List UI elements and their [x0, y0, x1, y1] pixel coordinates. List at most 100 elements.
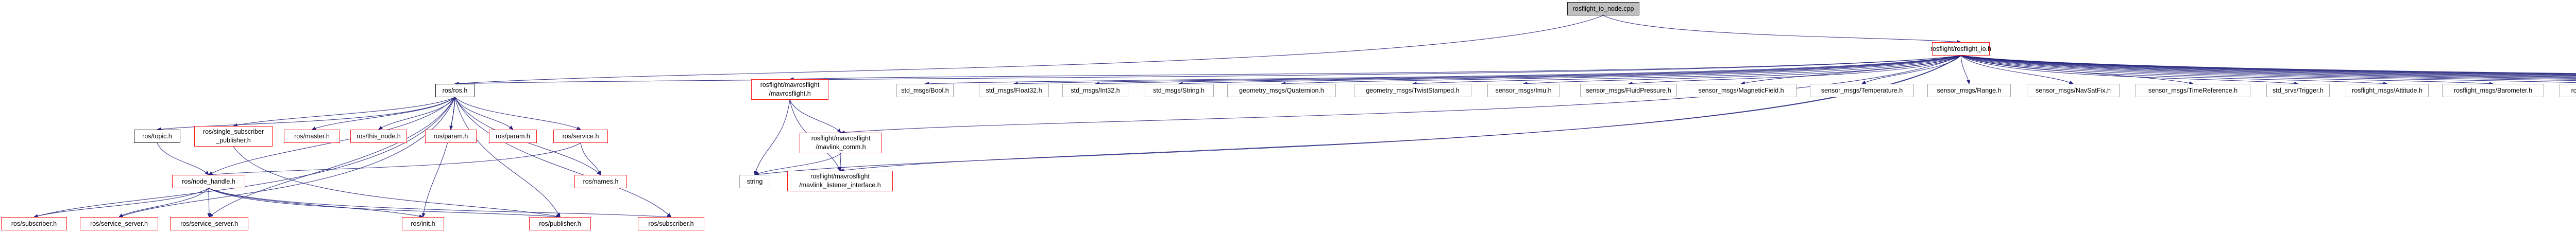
graph-node-root[interactable]: rosflight_io_node.cpp: [1567, 2, 1639, 15]
edge-rosflight_io-to-navsat: [1960, 55, 2074, 84]
graph-node-mavros[interactable]: rosflight/mavrosflight /mavrosflight.h: [751, 79, 828, 100]
edge-rosflight_io-to-ros_ros: [454, 55, 1961, 86]
graph-node-label: rosflight/rosflight_io.h: [1930, 45, 1992, 52]
graph-node-mli[interactable]: rosflight/mavrosflight /mavlink_listener…: [787, 171, 893, 191]
graph-node-quat[interactable]: geometry_msgs/Quaternion.h: [1227, 84, 1336, 97]
edge-ros_ros-to-topic: [156, 97, 455, 131]
edge-rosflight_io-to-baro: [1960, 55, 2494, 86]
graph-node-param2[interactable]: ros/param.h: [489, 130, 537, 143]
graph-node-baro[interactable]: rosflight_msgs/Barometer.h: [2442, 84, 2544, 97]
graph-node-attitude[interactable]: rosflight_msgs/Attitude.h: [2346, 84, 2429, 97]
edge-rosflight_io-to-gnss: [1960, 55, 2576, 76]
graph-node-string[interactable]: string: [739, 175, 770, 188]
graph-node-bool[interactable]: std_msgs/Bool.h: [896, 84, 954, 97]
graph-node-param1[interactable]: ros/param.h: [425, 130, 477, 143]
graph-node-mavlink_comm[interactable]: rosflight/mavrosflight /mavlink_comm.h: [800, 133, 882, 153]
graph-node-label: ros/param.h: [496, 132, 530, 140]
graph-node-trigger[interactable]: std_srvs/Trigger.h: [2266, 84, 2330, 97]
graph-node-label: sensor_msgs/FluidPressure.h: [1586, 86, 1671, 94]
graph-node-ros_ros[interactable]: ros/ros.h: [435, 84, 474, 97]
edge-rosflight_io-to-map: [1960, 55, 2576, 74]
graph-node-label: sensor_msgs/Temperature.h: [1821, 86, 1903, 94]
edge-ros_ros-to-publisher: [454, 97, 561, 218]
graph-node-timeref[interactable]: sensor_msgs/TimeReference.h: [2136, 84, 2250, 97]
graph-node-label: ros/node_handle.h: [182, 177, 235, 185]
graph-node-ssp[interactable]: ros/single_subscriber _publisher.h: [194, 126, 273, 147]
edge-rosflight_io-to-error: [1960, 55, 2576, 77]
edge-ssp-to-publisher: [233, 146, 561, 218]
edge-mavros-to-string: [754, 99, 790, 176]
graph-node-names[interactable]: ros/names.h: [574, 175, 627, 188]
graph-node-subscriber_r[interactable]: ros/subscriber.h: [638, 217, 704, 230]
graph-node-label: std_msgs/Int32.h: [1071, 86, 1120, 94]
edge-service-to-node_handle: [208, 142, 581, 176]
graph-node-init[interactable]: ros/init.h: [402, 217, 444, 230]
edge-rosflight_io-to-gnssraw: [1960, 55, 2576, 77]
graph-node-label: std_msgs/String.h: [1153, 86, 1205, 94]
edge-rosflight_io-to-attitude: [1960, 55, 2388, 86]
graph-node-temp[interactable]: sensor_msgs/Temperature.h: [1810, 84, 1914, 97]
graph-node-label: sensor_msgs/MagneticField.h: [1698, 86, 1784, 94]
edge-ros_ros-to-ssp: [232, 97, 455, 127]
graph-node-label: ros/names.h: [583, 177, 619, 185]
edge-rosflight_io-to-trigger: [1960, 55, 2299, 85]
graph-node-label: ros/subscriber.h: [648, 220, 694, 227]
edge-service-to-names: [580, 142, 601, 176]
graph-node-service[interactable]: ros/service.h: [553, 130, 608, 143]
graph-node-this_node[interactable]: ros/this_node.h: [350, 130, 407, 143]
graph-node-label: rosflight/mavrosflight /mavrosflight.h: [760, 81, 820, 97]
edge-rosflight_io-to-airspeed: [1960, 55, 2576, 83]
edge-ros_ros-to-subscriber_l: [33, 97, 455, 218]
graph-node-label: rosflight_msgs/Barometer.h: [2453, 86, 2533, 94]
edge-rosflight_io-to-rcraw: [1960, 55, 2576, 79]
graph-node-label: geometry_msgs/Quaternion.h: [1239, 86, 1324, 94]
edge-rosflight_io-to-bool: [924, 55, 1961, 86]
graph-node-label: ros/topic.h: [142, 132, 172, 140]
graph-node-topic[interactable]: ros/topic.h: [134, 130, 180, 143]
graph-node-label: ros/service_server.h: [180, 220, 238, 227]
graph-node-float32[interactable]: std_msgs/Float32.h: [979, 84, 1049, 97]
graph-node-mag[interactable]: sensor_msgs/MagneticField.h: [1686, 84, 1797, 97]
graph-node-node_handle[interactable]: ros/node_handle.h: [172, 175, 245, 188]
graph-node-range[interactable]: sensor_msgs/Range.h: [1927, 84, 2011, 97]
graph-node-label: ros/single_subscriber _publisher.h: [202, 128, 264, 144]
edge-ros_ros-to-service_server2: [208, 97, 455, 218]
graph-node-label: sensor_msgs/TimeReference.h: [2148, 86, 2238, 94]
graph-node-service_server2[interactable]: ros/service_server.h: [170, 217, 248, 230]
graph-node-twist[interactable]: geometry_msgs/TwistStamped.h: [1354, 84, 1471, 97]
edge-rosflight_io-to-outputraw: [1960, 55, 2576, 80]
edge-node_handle-to-subscriber_l: [33, 188, 209, 218]
graph-node-label: rosflight/mavrosflight /mavlink_comm.h: [811, 135, 871, 151]
graph-node-label: ros/this_node.h: [357, 132, 401, 140]
edge-rosflight_io-to-mavlink_comm: [840, 55, 1961, 134]
graph-node-label: ros/subscriber.h: [11, 220, 57, 227]
graph-node-label: sensor_msgs/Imu.h: [1495, 86, 1552, 94]
graph-node-service_server1[interactable]: ros/service_server.h: [80, 217, 158, 230]
edge-rosflight_io-to-int32: [1094, 55, 1961, 86]
graph-node-label: rosflight_msgs/Airspeed.h: [2571, 86, 2576, 94]
graph-node-subscriber_l[interactable]: ros/subscriber.h: [1, 217, 67, 230]
graph-node-fluid[interactable]: sensor_msgs/FluidPressure.h: [1580, 84, 1677, 97]
graph-node-label: ros/master.h: [294, 132, 330, 140]
graph-node-master[interactable]: ros/master.h: [284, 130, 340, 143]
graph-node-publisher[interactable]: ros/publisher.h: [529, 217, 591, 230]
graph-node-imu[interactable]: sensor_msgs/Imu.h: [1487, 84, 1560, 97]
graph-node-rosflight_io[interactable]: rosflight/rosflight_io.h: [1930, 42, 1992, 56]
edge-rosflight_io-to-command: [1960, 55, 2576, 81]
graph-node-label: rosflight_msgs/Attitude.h: [2352, 86, 2422, 94]
graph-node-label: std_msgs/Float32.h: [986, 86, 1042, 94]
edge-ros_ros-to-master: [311, 97, 455, 130]
graph-node-int32[interactable]: std_msgs/Int32.h: [1062, 84, 1128, 97]
edge-node_handle-to-service_server1: [118, 188, 209, 218]
graph-node-label: geometry_msgs/TwistStamped.h: [1366, 86, 1460, 94]
graph-node-label: sensor_msgs/NavSatFix.h: [2036, 86, 2111, 94]
graph-node-string_msg[interactable]: std_msgs/String.h: [1144, 84, 1214, 97]
edge-root-to-ros_ros: [454, 15, 1604, 85]
graph-node-airspeed[interactable]: rosflight_msgs/Airspeed.h: [2560, 84, 2576, 97]
graph-node-navsat[interactable]: sensor_msgs/NavSatFix.h: [2027, 84, 2120, 97]
edge-mavros-to-mavlink_comm: [789, 99, 841, 133]
edge-root-to-rosflight_io: [1603, 15, 1962, 44]
graph-node-label: ros/param.h: [433, 132, 468, 140]
